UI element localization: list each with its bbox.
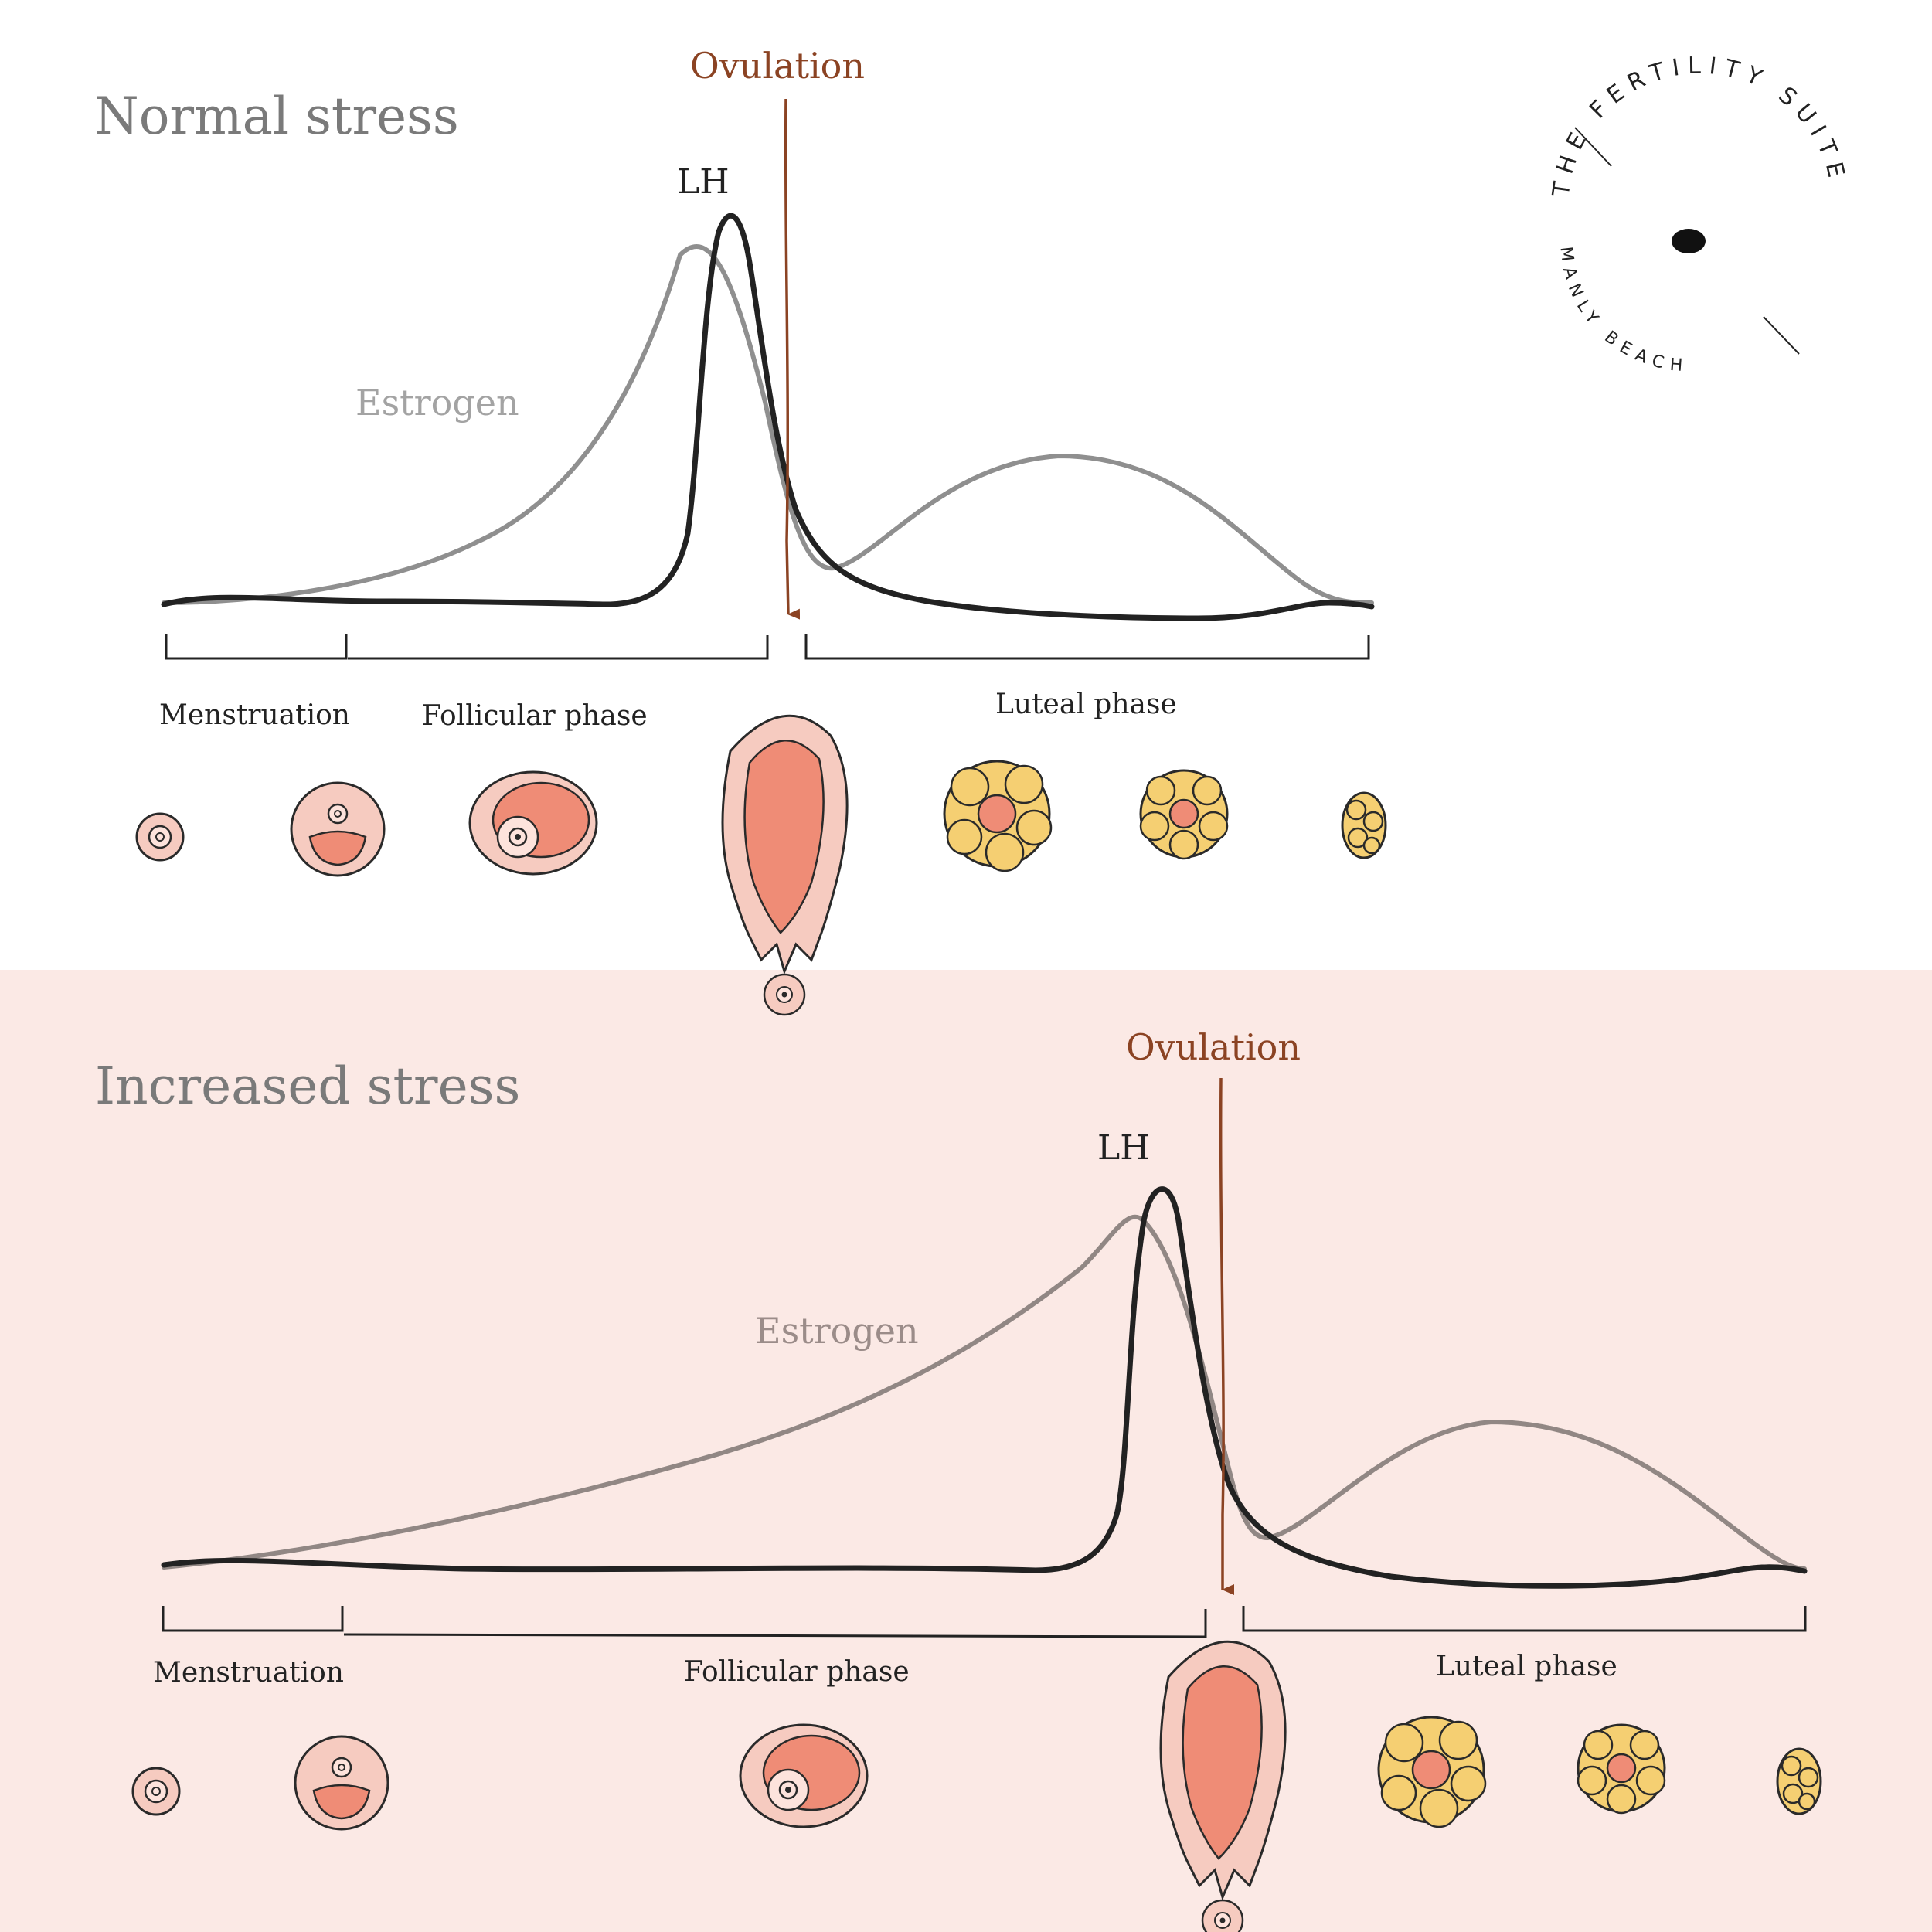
increased-stress-panel: Increased stress LH Estrogen Ovulation M… [95, 1026, 1822, 1932]
follicle-primordial-icon [131, 1767, 181, 1816]
phase-label-luteal: Luteal phase [1436, 1651, 1617, 1682]
phase-label-follicular: Follicular phase [422, 700, 648, 732]
bracket-menstruation [162, 1606, 344, 1632]
lh-curve [161, 213, 1375, 621]
follicle-antral-icon [468, 770, 598, 876]
brand-logo: THE FERTILITY SUITE MANLY BEACH [1548, 53, 1852, 376]
follicle-ovulating-icon [1159, 1640, 1287, 1932]
bracket-menstruation [165, 634, 348, 660]
estrogen-label: Estrogen [755, 1310, 919, 1352]
logo-divider-left [1574, 127, 1612, 167]
bracket-luteal [804, 634, 1370, 660]
lh-label: LH [1097, 1128, 1150, 1168]
logo-name-text: THE FERTILITY SUITE [1548, 53, 1852, 199]
phase-label-menstruation: Menstruation [153, 1657, 344, 1689]
estrogen-curve [162, 1214, 1807, 1571]
panel-title: Increased stress [95, 1056, 520, 1116]
estrogen-curve [162, 244, 1374, 605]
corpus-albicans-icon [1341, 791, 1387, 859]
follicle-ovulating-icon [721, 714, 849, 1016]
logo-dot-icon [1672, 229, 1706, 253]
corpus-luteum-large-icon [943, 760, 1053, 872]
phase-label-menstruation: Menstruation [159, 699, 350, 731]
ovulation-arrow [1219, 1077, 1234, 1595]
bracket-follicular [348, 635, 769, 660]
bracket-luteal [1242, 1606, 1807, 1632]
corpus-luteum-large-icon [1377, 1716, 1487, 1828]
corpus-luteum-medium-icon [1139, 769, 1229, 860]
follicle-early-icon [290, 781, 386, 877]
corpus-luteum-medium-icon [1577, 1723, 1666, 1815]
normal-stress-panel: Normal stress LH Estrogen Ovulation Mens… [94, 45, 1387, 1016]
follicle-antral-icon [739, 1723, 869, 1828]
lh-curve [161, 1186, 1808, 1589]
ovulation-label: Ovulation [1126, 1026, 1301, 1068]
panel-title: Normal stress [94, 87, 459, 146]
logo-divider-right [1763, 316, 1800, 355]
corpus-albicans-icon [1776, 1747, 1822, 1815]
ovulation-arrow [784, 98, 801, 620]
ovulation-label: Ovulation [690, 45, 865, 87]
phase-label-follicular: Follicular phase [684, 1656, 910, 1688]
lh-label: LH [677, 162, 730, 202]
logo-location-text: MANLY BEACH [1556, 246, 1690, 376]
bracket-follicular [343, 1609, 1207, 1638]
estrogen-label: Estrogen [355, 382, 519, 423]
follicle-primordial-icon [135, 812, 185, 862]
follicle-early-icon [294, 1735, 389, 1831]
phase-label-luteal: Luteal phase [995, 689, 1177, 720]
